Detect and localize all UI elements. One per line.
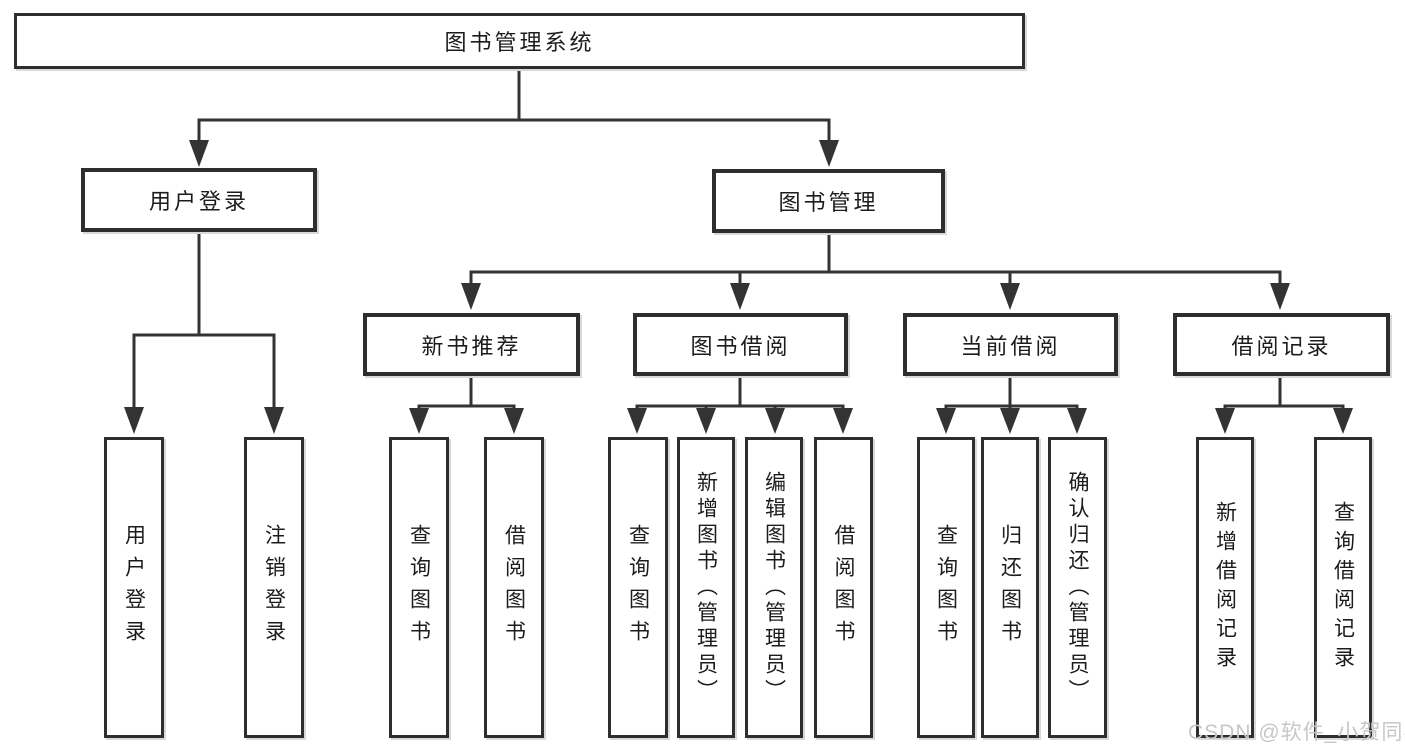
arrowhead-icon (1270, 283, 1290, 310)
leaf-label: 确认归还（管理员） (1066, 470, 1089, 705)
leaf-label: 用户登录 (122, 523, 146, 652)
leaf-bb-add-books-admin: 新增图书（管理员） (677, 437, 735, 738)
leaf-br-add-record: 新增借阅记录 (1196, 437, 1254, 738)
arrowhead-icon (627, 408, 647, 434)
leaf-bb-edit-books-admin: 编辑图书（管理员） (745, 437, 803, 738)
node-book-management: 图书管理 (712, 169, 945, 233)
arrowhead-icon (461, 283, 481, 310)
leaf-label: 编辑图书（管理员） (762, 470, 786, 705)
leaf-user-login: 用户登录 (104, 437, 164, 738)
arrowhead-icon (696, 408, 716, 434)
arrowhead-icon (819, 140, 839, 167)
leaf-label: 借阅图书 (832, 523, 855, 652)
arrowhead-icon (504, 408, 524, 434)
arrowhead-icon (730, 283, 750, 310)
leaf-label: 新增借阅记录 (1213, 500, 1237, 675)
node-new-book-recommend: 新书推荐 (363, 313, 580, 376)
arrowhead-icon (936, 408, 956, 434)
node-book-borrow: 图书借阅 (633, 313, 848, 376)
leaf-label: 查询图书 (934, 523, 958, 652)
leaf-bb-borrow-books: 借阅图书 (814, 437, 873, 738)
leaf-cb-return-books: 归还图书 (981, 437, 1039, 738)
leaf-label: 查询借阅记录 (1331, 500, 1355, 675)
connector-lines (132, 69, 1345, 410)
arrowhead-icon (833, 408, 853, 434)
leaf-label: 查询图书 (626, 523, 650, 652)
leaf-label: 查询图书 (407, 523, 431, 652)
arrowhead-icon (124, 407, 144, 434)
leaf-cb-confirm-return-admin: 确认归还（管理员） (1048, 437, 1107, 738)
arrowheads (124, 140, 1353, 434)
leaf-bb-query-books: 查询图书 (608, 437, 668, 738)
leaf-label: 注销登录 (262, 523, 286, 652)
leaf-nbr-query-books: 查询图书 (389, 437, 449, 738)
arrowhead-icon (1000, 408, 1020, 434)
arrowhead-icon (1215, 408, 1235, 434)
leaf-label: 借阅图书 (502, 523, 526, 652)
arrowhead-icon (409, 408, 429, 434)
node-user-login: 用户登录 (81, 168, 317, 232)
leaf-nbr-borrow-books: 借阅图书 (484, 437, 544, 738)
node-borrow-records: 借阅记录 (1173, 313, 1390, 376)
arrowhead-icon (1000, 283, 1020, 310)
leaf-label: 新增图书（管理员） (694, 470, 718, 705)
arrowhead-icon (765, 408, 785, 434)
arrowhead-icon (1067, 408, 1087, 434)
leaf-br-query-record: 查询借阅记录 (1314, 437, 1372, 738)
arrowhead-icon (264, 407, 284, 434)
node-current-borrow: 当前借阅 (903, 313, 1118, 376)
watermark: CSDN @软件_小贺同学 (1188, 721, 1405, 744)
arrowhead-icon (1333, 408, 1353, 434)
leaf-label: 归还图书 (998, 523, 1022, 652)
node-library-system: 图书管理系统 (14, 13, 1025, 69)
arrowhead-icon (189, 140, 209, 167)
leaf-cb-query-books: 查询图书 (917, 437, 975, 738)
leaf-logout: 注销登录 (244, 437, 304, 738)
